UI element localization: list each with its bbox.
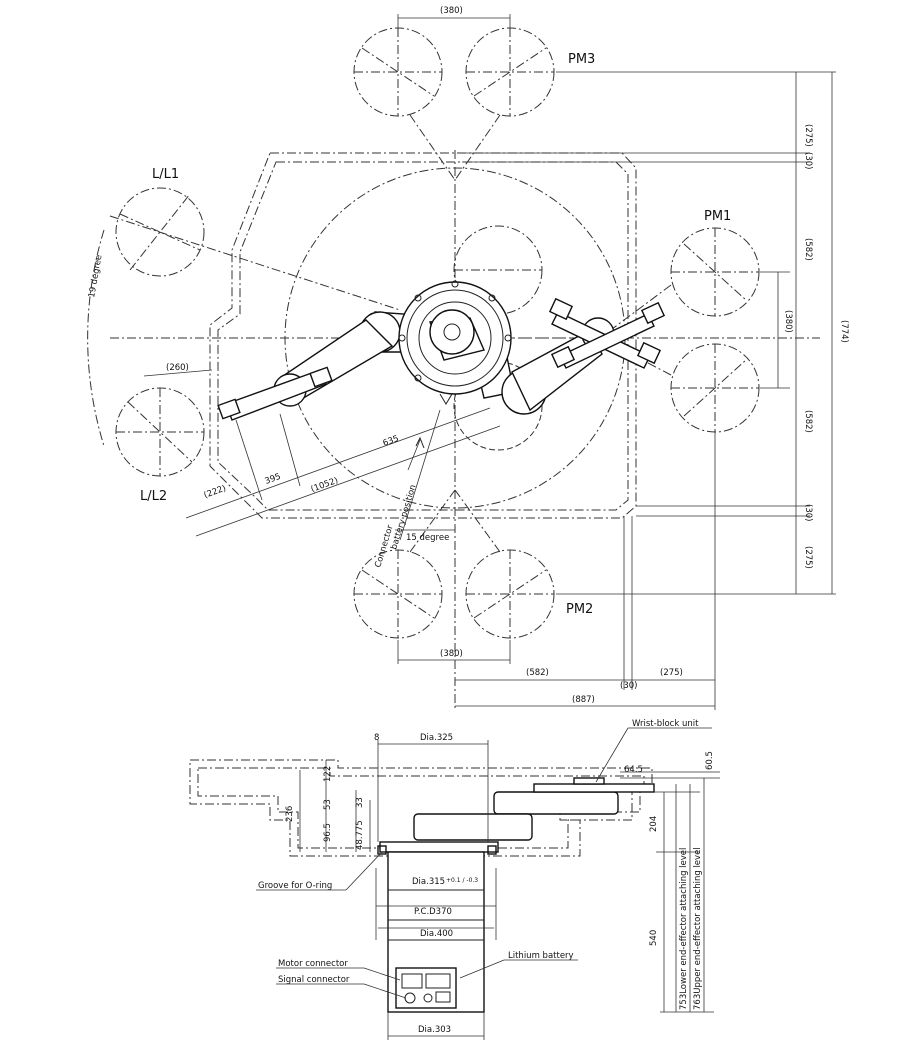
dim-right: (275) (30) (582) (380) (774) (582) (30) … bbox=[462, 71, 849, 595]
svg-text:(222): (222) bbox=[203, 484, 228, 501]
svg-text:Dia.400: Dia.400 bbox=[420, 929, 453, 939]
ll1-wafer bbox=[109, 187, 401, 311]
callout-signal: Signal connector bbox=[276, 975, 407, 999]
svg-text:635: 635 bbox=[382, 434, 401, 449]
svg-text:96.5: 96.5 bbox=[323, 823, 333, 842]
svg-text:64.5: 64.5 bbox=[624, 765, 643, 775]
svg-text:(380): (380) bbox=[783, 310, 793, 333]
svg-text:Wrist-block unit: Wrist-block unit bbox=[632, 719, 699, 729]
svg-text:(30): (30) bbox=[803, 152, 813, 169]
svg-text:60.5: 60.5 bbox=[705, 751, 715, 770]
callout-motor: Motor connector bbox=[276, 959, 401, 981]
reach-arc-left bbox=[87, 229, 105, 447]
svg-text:(582): (582) bbox=[526, 668, 549, 678]
ll2-label: L/L2 bbox=[140, 489, 167, 504]
lower-level-label: 753Lower end-effector attaching level bbox=[679, 848, 689, 1010]
end-effector-bar bbox=[533, 783, 655, 793]
pm1-label: PM1 bbox=[704, 209, 731, 224]
svg-text:(380): (380) bbox=[440, 649, 463, 659]
connector-note: Connector battery position bbox=[373, 409, 441, 569]
svg-text:Groove for O-ring: Groove for O-ring bbox=[258, 881, 332, 891]
pm3-wafers bbox=[353, 27, 555, 181]
connector-angle-label: 15 degree bbox=[406, 533, 449, 543]
svg-text:(1052): (1052) bbox=[310, 476, 340, 495]
svg-text:122: 122 bbox=[323, 766, 333, 782]
callout-wrist-block: Wrist-block unit bbox=[595, 719, 712, 783]
pm2-wafers bbox=[353, 489, 555, 639]
svg-text:Lithium battery: Lithium battery bbox=[508, 951, 574, 961]
callout-battery: Lithium battery bbox=[459, 951, 578, 979]
svg-text:(275): (275) bbox=[803, 546, 813, 569]
svg-text:540: 540 bbox=[649, 930, 659, 946]
callout-groove: Groove for O-ring bbox=[256, 851, 383, 891]
pm3-label: PM3 bbox=[568, 52, 595, 67]
svg-text:(260): (260) bbox=[166, 363, 189, 373]
ll-angle-label: 19 degree bbox=[87, 254, 104, 298]
svg-text:8: 8 bbox=[374, 733, 379, 743]
svg-text:(30): (30) bbox=[620, 681, 637, 691]
pm2-label: PM2 bbox=[566, 602, 593, 617]
svg-text:(582): (582) bbox=[803, 238, 813, 261]
svg-text:236: 236 bbox=[285, 806, 295, 822]
svg-text:P.C.D370: P.C.D370 bbox=[414, 907, 452, 917]
chamber-outline bbox=[209, 152, 637, 519]
svg-text:Motor connector: Motor connector bbox=[278, 959, 348, 969]
upper-level-label: 763Upper end-effector attaching level bbox=[693, 847, 703, 1010]
robot-head bbox=[413, 813, 533, 841]
svg-text:48.775: 48.775 bbox=[355, 820, 365, 850]
arm-plate bbox=[493, 791, 619, 815]
svg-text:(887): (887) bbox=[572, 695, 595, 705]
robot-flange bbox=[379, 841, 499, 853]
dim-pm3-pitch: (380) bbox=[397, 6, 511, 30]
dim-pm2-pitch: (380) bbox=[397, 640, 511, 664]
svg-text:(275): (275) bbox=[803, 124, 813, 147]
svg-text:(774): (774) bbox=[839, 320, 849, 343]
ll2-wafer bbox=[115, 387, 205, 477]
svg-text:Signal connector: Signal connector bbox=[278, 975, 350, 985]
svg-text:(380): (380) bbox=[440, 6, 463, 16]
plan-view: PM3 PM1 PM2 L/L1 L/L2 (380) (380) bbox=[87, 6, 849, 710]
elevation-dims: Dia.325 8 122 236 53 33 96.5 48.775 Dia.… bbox=[285, 733, 720, 1040]
svg-text:Dia.303: Dia.303 bbox=[418, 1025, 451, 1035]
robot-body bbox=[398, 280, 512, 405]
svg-text:(275): (275) bbox=[660, 668, 683, 678]
svg-text:(30): (30) bbox=[803, 504, 813, 521]
svg-text:+0.1 / -0.3: +0.1 / -0.3 bbox=[446, 877, 478, 884]
ll1-label: L/L1 bbox=[152, 167, 179, 182]
svg-text:Dia.325: Dia.325 bbox=[420, 733, 453, 743]
elevation-chamber-outline bbox=[189, 759, 653, 857]
svg-text:(582): (582) bbox=[803, 410, 813, 433]
dim-bottom: (582) (30) (275) (887) bbox=[455, 432, 716, 710]
svg-text:53: 53 bbox=[323, 799, 333, 810]
svg-text:Dia.315: Dia.315 bbox=[412, 877, 445, 887]
svg-text:204: 204 bbox=[649, 816, 659, 832]
svg-text:33: 33 bbox=[355, 797, 365, 808]
elevation-view: Dia.325 8 122 236 53 33 96.5 48.775 Dia.… bbox=[189, 719, 720, 1040]
